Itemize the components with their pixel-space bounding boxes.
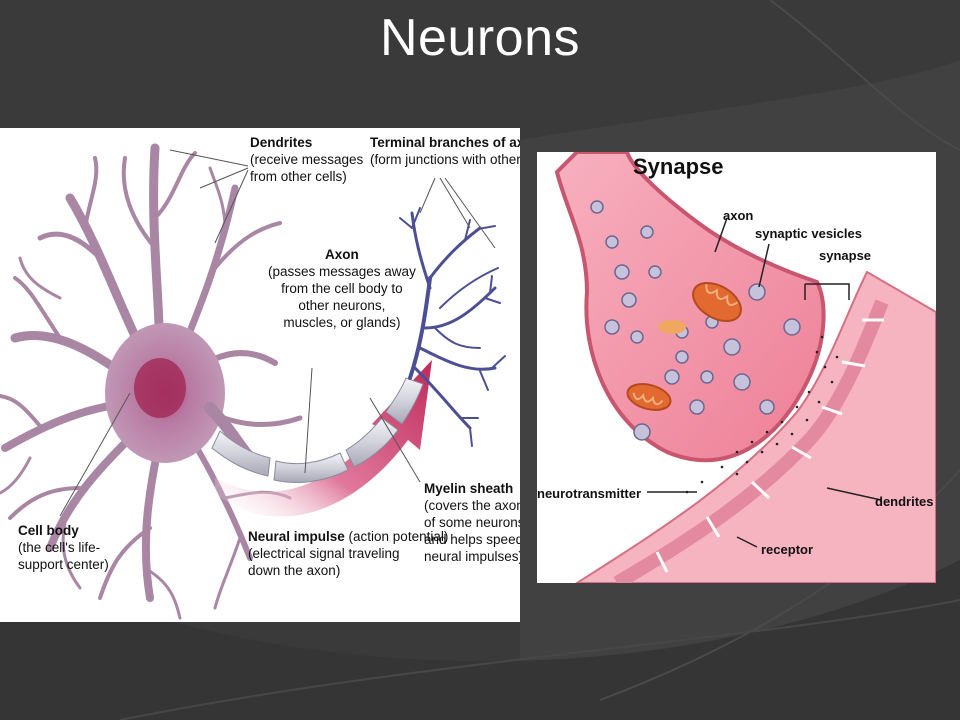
label-synaptic-vesicles: synaptic vesicles — [755, 226, 862, 241]
label-cell-body: Cell body (the cell's life- support cent… — [18, 523, 109, 572]
label-pointer-lines — [59, 149, 496, 517]
synapse-diagram: Synapse axon synaptic vesicles synapse n… — [537, 152, 936, 583]
dendrite-membrane — [575, 270, 936, 583]
neuron-illustration — [0, 143, 506, 620]
synapse-pointer-lines — [647, 217, 882, 548]
slide-title: Neurons — [379, 9, 581, 67]
axon-terminal-branches — [399, 207, 506, 447]
label-axon: Axon (passes messages away from the cell… — [268, 247, 416, 330]
neuron-diagram: Dendrites (receive messages from other c… — [0, 128, 520, 622]
nucleus-shape — [134, 358, 186, 418]
synapse-title: Synapse — [633, 154, 724, 179]
synaptic-vesicles — [590, 200, 801, 441]
myelin-sheath — [211, 377, 424, 484]
label-syn-dendrites: dendrites — [875, 494, 934, 509]
label-terminal-branches: Terminal branches of axon (form junction… — [370, 135, 520, 167]
synapse-illustration — [554, 152, 936, 583]
label-neural-impulse: Neural impulse (action potential) (elect… — [248, 529, 449, 578]
label-syn-axon: axon — [723, 208, 754, 223]
label-receptor: receptor — [761, 542, 814, 557]
label-neurotransmitter: neurotransmitter — [537, 486, 642, 501]
neurotransmitter-dots — [685, 335, 839, 494]
neural-impulse-arrow — [215, 360, 432, 517]
label-dendrites: Dendrites (receive messages from other c… — [250, 135, 364, 184]
label-myelin-sheath: Myelin sheath (covers the axon of some n… — [424, 481, 520, 564]
axon-terminal-shape — [554, 152, 826, 463]
mitochondria — [626, 282, 742, 411]
label-syn-synapse: synapse — [819, 248, 872, 263]
receptor-marks — [655, 318, 884, 573]
